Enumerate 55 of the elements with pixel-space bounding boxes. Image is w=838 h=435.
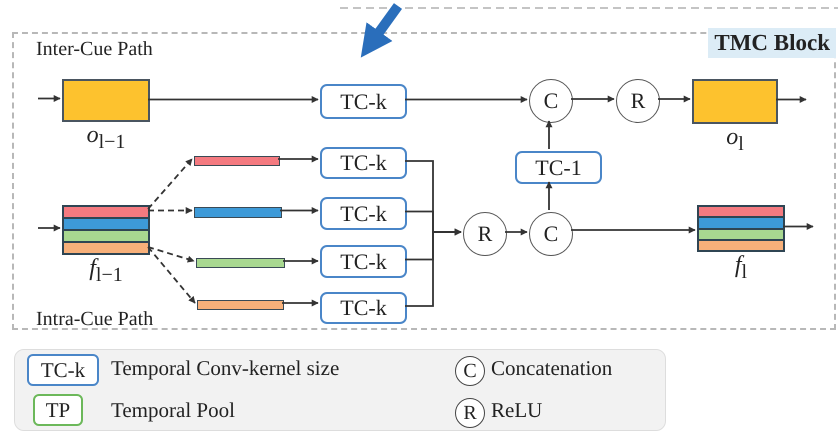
variable-label: o$_{l−1}$	[86, 122, 126, 154]
arrow	[278, 156, 319, 162]
block-arrow	[360, 3, 402, 58]
legend-symbol: R	[455, 398, 485, 428]
operator-circle: C	[529, 212, 573, 256]
conv-box: TC-1	[515, 151, 602, 184]
conv-box: TC-k	[320, 292, 407, 324]
legend-symbol: TC-k	[27, 354, 99, 386]
feature-bar	[194, 207, 282, 218]
legend-symbol: C	[455, 356, 485, 386]
feature-box	[62, 79, 150, 122]
arrow	[505, 228, 528, 236]
conv-box: TC-k	[320, 84, 407, 119]
arrow	[282, 300, 319, 306]
arrow	[405, 228, 462, 307]
arrow	[38, 224, 61, 232]
feature-box	[692, 79, 778, 124]
legend-text: Concatenation	[491, 356, 612, 381]
feature-bar	[196, 258, 285, 268]
arrow	[783, 223, 814, 230]
operator-circle: R	[463, 212, 507, 256]
arrow	[546, 120, 552, 149]
feature-bar	[197, 300, 284, 310]
arrow	[776, 96, 807, 103]
operator-circle: R	[616, 79, 660, 123]
variable-label: f$_{l}$	[734, 252, 748, 284]
arrow	[280, 207, 319, 214]
legend-text: Temporal Pool	[111, 398, 235, 423]
legend-text: Temporal Conv-kernel size	[111, 356, 340, 381]
conv-box: TC-k	[320, 245, 407, 278]
variable-label: f$_{l−1}$	[88, 255, 124, 287]
legend-symbol: TP	[33, 394, 83, 426]
legend-text: ReLU	[491, 398, 542, 423]
arrow	[38, 95, 61, 102]
feature-stack-drawing	[62, 205, 150, 255]
path-label: Inter-Cue Path	[36, 38, 153, 61]
path-label: Intra-Cue Path	[36, 308, 154, 331]
arrow	[571, 226, 696, 234]
arrow	[147, 158, 193, 210]
arrow	[546, 181, 552, 210]
arrow	[148, 96, 319, 103]
arrow	[658, 96, 691, 102]
feature-bar	[194, 156, 280, 166]
arrow	[405, 96, 528, 103]
arrow	[283, 258, 319, 264]
conv-box: TC-k	[320, 197, 407, 230]
operator-circle: C	[529, 79, 573, 123]
arrow	[571, 96, 615, 102]
arrow	[148, 207, 193, 214]
feature-stack-drawing	[697, 205, 785, 252]
conv-box: TC-k	[320, 147, 407, 179]
arrow	[148, 246, 195, 263]
variable-label: o$_{l}$	[725, 124, 745, 156]
block-title: TMC Block	[708, 28, 836, 58]
arrow	[147, 246, 196, 304]
